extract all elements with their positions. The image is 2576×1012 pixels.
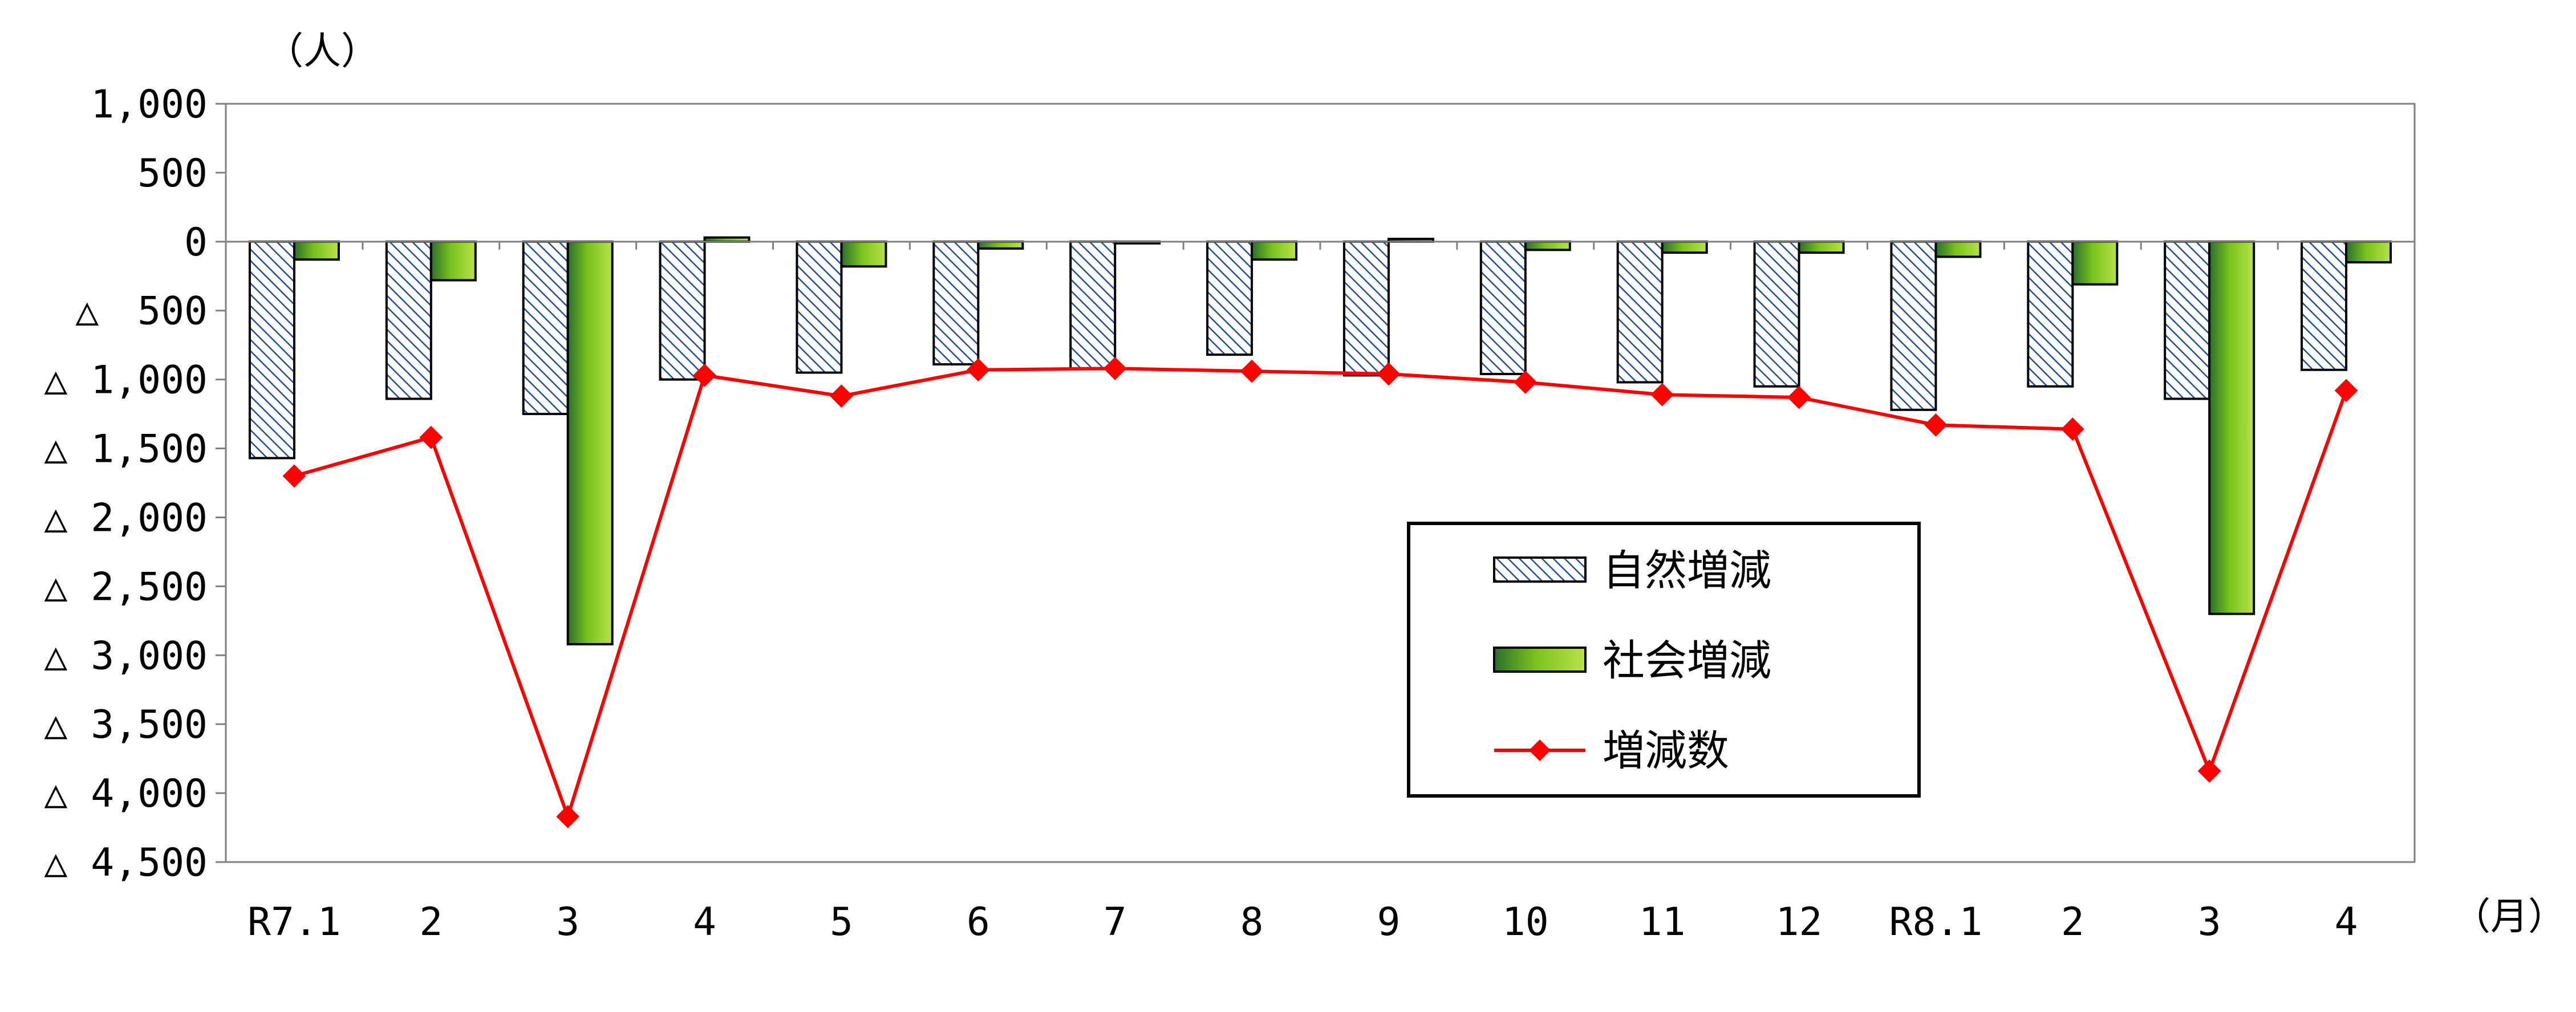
natural-change-bar: [1890, 240, 1937, 411]
x-tick-label: 11: [1639, 900, 1686, 945]
y-tick-label: △ 2,500: [44, 564, 208, 609]
y-tick-label: △ 4,500: [44, 840, 208, 885]
total-change-point: [1787, 385, 1811, 409]
natural-change-bar: [796, 240, 843, 374]
total-change-point: [1240, 359, 1264, 383]
natural-change-bar: [932, 240, 980, 366]
total-change-point: [419, 425, 443, 449]
total-change-line: [282, 356, 2358, 828]
social-change-bar: [1798, 240, 1845, 254]
x-tick-label: 4: [693, 900, 716, 945]
natural-change-bar: [1753, 240, 1800, 388]
y-unit-label: （人）: [266, 29, 379, 73]
legend-swatch-social: [1493, 647, 1587, 673]
x-tick-label: R8.1: [1889, 900, 1983, 945]
social-change-bar: [1661, 240, 1708, 254]
y-tick-label: △ 3,500: [44, 702, 208, 747]
total-change-point: [1924, 413, 1948, 437]
social-change-bar: [566, 240, 614, 645]
x-tick-label: 2: [419, 900, 443, 945]
x-tick-label: 4: [2335, 900, 2358, 945]
natural-change-bar: [248, 240, 295, 460]
x-tick-label: 12: [1776, 900, 1823, 945]
social-change-bar: [840, 240, 887, 268]
y-tick-label: △ 500: [75, 289, 208, 334]
total-change-point: [830, 384, 853, 408]
y-tick-label: △ 3,000: [44, 633, 208, 678]
total-change-point: [2197, 759, 2221, 783]
natural-change-bar: [2027, 240, 2074, 388]
y-tick-label: △ 1,500: [44, 427, 208, 472]
total-change-point: [966, 358, 990, 382]
x-tick-label: 8: [1240, 900, 1264, 945]
x-tick-label: 3: [2198, 900, 2221, 945]
y-tick-label: △ 4,000: [44, 771, 208, 816]
total-change-point: [556, 804, 580, 828]
social-change-bar: [2208, 240, 2255, 615]
y-tick-label: 0: [184, 220, 208, 265]
natural-change-bar: [1479, 240, 1527, 375]
natural-change-bar: [522, 240, 569, 416]
natural-change-bar: [1206, 240, 1253, 356]
x-tick-label: 3: [556, 900, 579, 945]
natural-change-bar: [2164, 240, 2211, 400]
y-tick-label: △ 2,000: [44, 495, 208, 540]
y-tick-label: 1,000: [91, 82, 208, 127]
total-change-series-line: [294, 367, 2348, 822]
natural-change-bar: [1342, 240, 1390, 377]
axes: [216, 103, 2416, 863]
total-change-point: [1650, 383, 1674, 407]
x-unit-label: （月）: [2453, 895, 2566, 938]
social-change-bar: [2071, 240, 2119, 286]
social-change-bar: [429, 240, 477, 282]
legend-label-total: 増減数: [1603, 726, 1729, 775]
x-tick-label: 9: [1377, 900, 1400, 945]
x-tick-label: 6: [967, 900, 990, 945]
legend-marker-total: [1529, 739, 1551, 761]
total-change-point: [693, 363, 716, 387]
natural-change-bar: [1616, 240, 1664, 384]
total-change-point: [282, 464, 306, 488]
social-change-bar: [1251, 240, 1298, 261]
natural-change-bars: [248, 240, 2348, 460]
natural-change-bar: [2301, 240, 2348, 371]
social-change-bar: [977, 240, 1024, 250]
social-change-bar: [1934, 240, 1982, 258]
x-tick-label: 5: [830, 900, 853, 945]
total-change-point: [1377, 362, 1401, 386]
legend-swatch-natural: [1493, 556, 1587, 583]
legend-label-natural: 自然増減: [1603, 546, 1771, 595]
legend-label-social: 社会増減: [1603, 636, 1771, 685]
total-change-point: [2334, 379, 2358, 403]
total-change-point: [1514, 371, 1538, 394]
total-change-point: [1103, 356, 1127, 380]
x-tick-label: R7.1: [248, 900, 341, 945]
x-tick-label: 2: [2061, 900, 2084, 945]
y-tick-label: 500: [137, 151, 208, 196]
x-tick-label: 10: [1502, 900, 1549, 945]
x-tick-label: 7: [1104, 900, 1127, 945]
natural-change-bar: [385, 240, 432, 400]
social-change-bar: [293, 240, 340, 261]
social-change-bar: [2345, 240, 2392, 264]
social-change-bar: [1524, 240, 1571, 251]
plot-frame: [225, 103, 2416, 863]
y-tick-label: △ 1,000: [44, 358, 208, 403]
natural-change-bar: [659, 240, 706, 381]
total-change-point: [2060, 417, 2084, 441]
tick-labels: 1,000 500 0 △ 500 △ 1,000 △ 1,500 △ 2,000 △ 2,5…: [44, 29, 2566, 945]
natural-change-bar: [1069, 240, 1117, 370]
